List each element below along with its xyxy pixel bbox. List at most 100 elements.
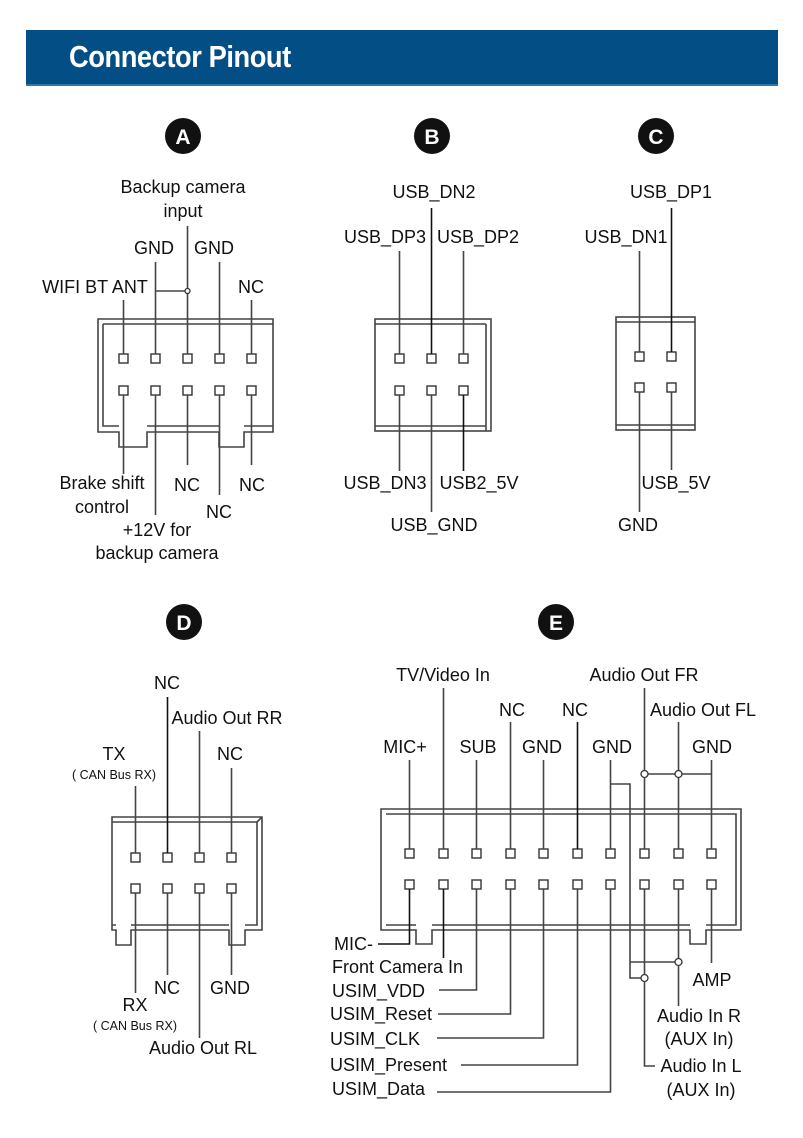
label-backup-camera-1: Backup camera <box>120 177 246 197</box>
pin <box>118 385 129 396</box>
label-nc: NC <box>499 700 525 720</box>
connector-c-housing <box>615 316 696 431</box>
connector-e-housing <box>380 808 742 945</box>
label-gnd: GND <box>210 978 250 998</box>
badge-c-label: C <box>648 126 663 149</box>
connector-d: D NC Audio Out RR TX <box>72 604 283 1058</box>
pin <box>214 353 225 364</box>
pin <box>639 848 650 859</box>
label-nc: NC <box>154 673 180 693</box>
pin <box>182 353 193 364</box>
pin <box>666 351 677 362</box>
label-sub: SUB <box>459 737 496 757</box>
pin <box>505 879 516 890</box>
label-usb-5v: USB_5V <box>641 473 710 494</box>
label-nc: NC <box>154 978 180 998</box>
label-usim-present: USIM_Present <box>330 1055 447 1076</box>
pin <box>572 848 583 859</box>
pin <box>538 879 549 890</box>
label-usb2-5v: USB2_5V <box>439 473 518 494</box>
label-gnd: GND <box>618 515 658 535</box>
connector-b: B USB_DN2 USB_DP3 USB_DP2 USB_DN3 <box>343 118 519 536</box>
pin <box>471 879 482 890</box>
pin <box>438 848 449 859</box>
connector-d-housing <box>111 816 263 946</box>
connector-b-housing <box>374 318 492 432</box>
page-title: Connector Pinout <box>69 39 291 74</box>
pin <box>246 385 257 396</box>
pin <box>162 883 173 894</box>
connector-e: E <box>330 604 756 1100</box>
pin <box>605 879 616 890</box>
connector-d-wires <box>134 697 233 1038</box>
label-brake-1: Brake shift <box>59 473 144 493</box>
pin <box>226 883 237 894</box>
pin <box>118 353 129 364</box>
label-nc: NC <box>239 475 265 495</box>
pin <box>673 848 684 859</box>
badge-a: A <box>165 118 201 154</box>
pin <box>471 848 482 859</box>
label-brake-2: control <box>75 497 129 517</box>
pin <box>394 353 405 364</box>
pin <box>438 879 449 890</box>
label-audio-out-fl: Audio Out FL <box>650 700 756 720</box>
connector-c-pins <box>634 351 677 393</box>
badge-b: B <box>414 118 450 154</box>
pin <box>666 382 677 393</box>
badge-a-label: A <box>175 126 190 149</box>
connector-d-pins <box>130 852 237 894</box>
label-nc: NC <box>562 700 588 720</box>
badge-b-label: B <box>424 126 439 149</box>
label-usb-dn3: USB_DN3 <box>343 473 426 494</box>
label-gnd: GND <box>592 737 632 757</box>
section-header: Connector Pinout <box>26 30 778 86</box>
label-audio-out-rr: Audio Out RR <box>171 708 282 728</box>
pin <box>150 353 161 364</box>
label-usim-data: USIM_Data <box>332 1079 426 1100</box>
badge-e-label: E <box>549 612 563 635</box>
label-usb-dp2: USB_DP2 <box>437 227 519 248</box>
badge-c: C <box>638 118 674 154</box>
label-usb-dp3: USB_DP3 <box>344 227 426 248</box>
badge-e: E <box>538 604 574 640</box>
badge-d-label: D <box>176 612 191 635</box>
label-rx: RX <box>122 995 147 1015</box>
pin <box>639 879 650 890</box>
label-nc: NC <box>206 502 232 522</box>
connector-b-wires <box>398 208 465 512</box>
pin <box>246 353 257 364</box>
label-mic-plus: MIC+ <box>383 737 427 757</box>
pin <box>214 385 225 396</box>
label-usb-gnd: USB_GND <box>390 515 477 536</box>
pin <box>394 385 405 396</box>
pin <box>572 879 583 890</box>
label-gnd-2: GND <box>194 238 234 258</box>
pin <box>458 353 469 364</box>
connector-a: A <box>42 118 274 563</box>
label-mic-minus: MIC- <box>334 934 373 954</box>
label-12v-1: +12V for <box>123 520 192 540</box>
label-audio-in-r: Audio In R <box>657 1006 741 1026</box>
label-nc: NC <box>174 475 200 495</box>
pin <box>182 385 193 396</box>
pin <box>194 852 205 863</box>
pin <box>404 879 415 890</box>
label-tx-sub: ( CAN Bus RX) <box>72 768 156 782</box>
pin <box>150 385 161 396</box>
connector-c-wires <box>638 208 673 512</box>
label-usim-clk: USIM_CLK <box>330 1029 420 1050</box>
label-audio-in-r-sub: (AUX In) <box>664 1029 733 1049</box>
label-backup-camera-2: input <box>163 201 202 221</box>
connector-c: C USB_DP1 USB_DN1 USB_5V GND <box>584 118 712 535</box>
pin <box>404 848 415 859</box>
connector-b-pins <box>394 353 469 396</box>
pin <box>426 385 437 396</box>
label-audio-in-l: Audio In L <box>660 1056 741 1076</box>
pin <box>605 848 616 859</box>
label-tx: TX <box>102 744 125 764</box>
pin <box>162 852 173 863</box>
connector-a-wires <box>122 226 253 515</box>
pin <box>505 848 516 859</box>
